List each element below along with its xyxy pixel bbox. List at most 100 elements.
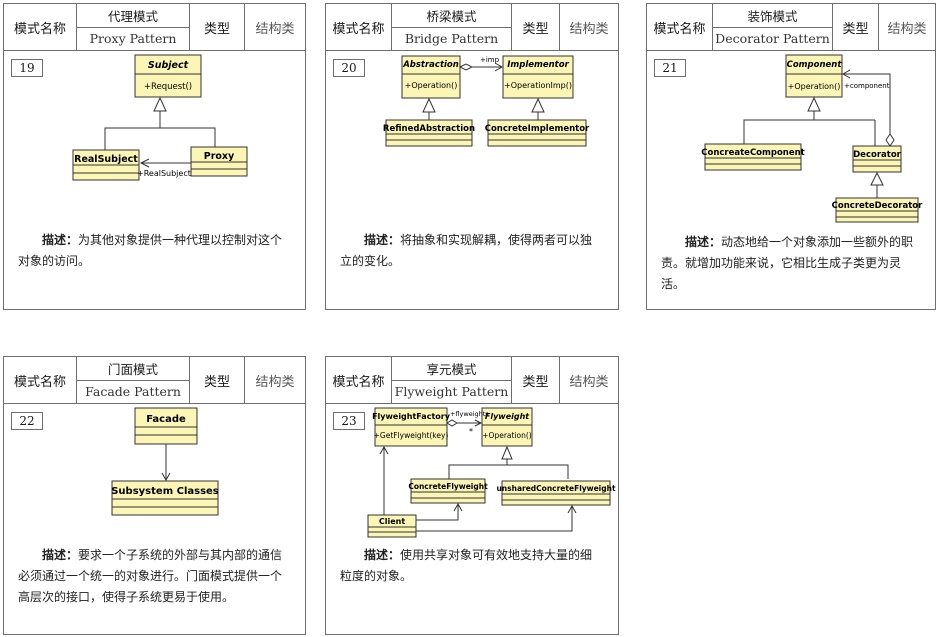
card-header: 模式名称 桥梁模式 Bridge Pattern 类型 结构类	[326, 4, 618, 51]
pattern-card-flyweight: 模式名称 享元模式 Flyweight Pattern 类型 结构类 23 Fl…	[325, 356, 619, 635]
inheritance-arrow	[422, 97, 436, 113]
class-subsystem-name: Subsystem Classes	[111, 486, 219, 497]
name-label: 模式名称	[4, 4, 77, 50]
pattern-name-cn: 装饰模式	[713, 4, 832, 28]
class-implementor: Implementor +OperationImp()	[502, 55, 574, 99]
class-abstraction-name: Abstraction	[402, 60, 459, 70]
class-decorator: Decorator	[852, 145, 902, 173]
pattern-name-cn: 门面模式	[77, 357, 189, 381]
class-real-subject-name: RealSubject	[74, 154, 138, 165]
class-flyweight-op: +Operation()	[482, 431, 532, 440]
pattern-name: 代理模式 Proxy Pattern	[77, 4, 190, 50]
pattern-name-en: Facade Pattern	[85, 384, 181, 399]
uml-diagram-proxy: Subject +Request() RealSubject Proxy +Re…	[72, 54, 248, 181]
association-label: +component	[844, 82, 890, 90]
multiplicity-label: *	[469, 427, 473, 436]
association-label: +imp	[480, 56, 500, 64]
pattern-name-en: Bridge Pattern	[404, 31, 499, 46]
pattern-name: 门面模式 Facade Pattern	[77, 357, 190, 403]
class-concrete-decorator-name: ConcreteDecorator	[832, 201, 923, 211]
pattern-name-en: Flyweight Pattern	[394, 384, 509, 399]
association-label: +RealSubject	[137, 169, 191, 178]
class-concrete-component: ConcreateComponent	[701, 143, 805, 171]
pattern-name-cn: 享元模式	[392, 357, 511, 381]
pattern-number: 23	[333, 412, 365, 430]
class-concrete-component-name: ConcreateComponent	[701, 148, 804, 158]
class-factory-name: FlyweightFactory	[372, 412, 451, 421]
pattern-number: 21	[654, 59, 686, 77]
card-header: 模式名称 门面模式 Facade Pattern 类型 结构类	[4, 357, 305, 404]
class-client: Client	[367, 514, 417, 538]
class-component-name: Component	[787, 60, 843, 70]
uml-diagram-decorator: Component +Operation() +component Concre…	[701, 54, 923, 223]
type-label: 类型	[190, 4, 245, 50]
pattern-name-cn: 代理模式	[77, 4, 189, 28]
uml-diagram-flyweight: FlyweightFactory +GetFlyweight(key) Flyw…	[367, 407, 616, 538]
type-label: 类型	[833, 4, 879, 50]
uml-diagram-bridge: Abstraction +Operation() Implementor +Op…	[383, 55, 590, 147]
pattern-description: 描述：要求一个子系统的外部与其内部的通信必须通过一个统一的对象进行。门面模式提供…	[18, 548, 283, 604]
type-value: 结构类	[887, 21, 927, 37]
pattern-name-cn: 桥梁模式	[392, 4, 511, 28]
type-value: 结构类	[569, 374, 609, 390]
pattern-description: 描述：动态地给一个对象添加一些额外的职责。就增加功能来说，它相比生成子类更为灵活…	[661, 235, 914, 291]
class-concrete-flyweight: ConcreteFlyweight	[408, 478, 488, 504]
inheritance-arrow	[531, 97, 545, 113]
name-label: 模式名称	[326, 357, 392, 403]
type-label: 类型	[190, 357, 245, 403]
pattern-card-bridge: 模式名称 桥梁模式 Bridge Pattern 类型 结构类 20 Abstr…	[325, 3, 619, 310]
pattern-description: 描述：将抽象和实现解耦，使得两者可以独立的变化。	[340, 233, 593, 268]
class-concrete-implementor: ConcreteImplementor	[485, 119, 590, 147]
class-subject-name: Subject	[148, 60, 189, 71]
class-unshared-name: unsharedConcreteFlyweight	[496, 484, 615, 493]
class-client-name: Client	[379, 517, 405, 526]
class-flyweight: Flyweight +Operation()	[481, 407, 533, 447]
class-concrete-implementor-name: ConcreteImplementor	[485, 124, 590, 134]
uml-diagram-facade: Facade Subsystem Classes	[111, 407, 219, 516]
inheritance-arrow	[501, 445, 513, 460]
pattern-number: 20	[333, 59, 365, 77]
class-component-op: +Operation()	[788, 82, 841, 91]
card-header: 模式名称 享元模式 Flyweight Pattern 类型 结构类	[326, 357, 618, 404]
pattern-number: 19	[11, 59, 43, 77]
class-flyweight-factory: FlyweightFactory +GetFlyweight(key)	[372, 407, 451, 447]
type-label: 类型	[512, 4, 560, 50]
type-value: 结构类	[569, 21, 609, 37]
pattern-card-decorator: 模式名称 装饰模式 Decorator Pattern 类型 结构类 21 Co…	[646, 3, 936, 310]
association-label: +flyweights	[450, 410, 489, 418]
pattern-name: 桥梁模式 Bridge Pattern	[392, 4, 512, 50]
pattern-name: 装饰模式 Decorator Pattern	[713, 4, 833, 50]
class-proxy: Proxy	[190, 146, 248, 177]
name-label: 模式名称	[4, 357, 77, 403]
pattern-name-en: Decorator Pattern	[715, 31, 830, 46]
class-component: Component +Operation()	[785, 54, 843, 98]
type-value: 结构类	[255, 21, 295, 37]
class-flyweight-name: Flyweight	[485, 412, 530, 421]
inheritance-arrow	[153, 96, 167, 112]
type-value: 结构类	[255, 374, 295, 390]
card-header: 模式名称 代理模式 Proxy Pattern 类型 结构类	[4, 4, 305, 51]
card-header: 模式名称 装饰模式 Decorator Pattern 类型 结构类	[647, 4, 935, 51]
pattern-description: 描述：为其他对象提供一种代理以控制对这个对象的访问。	[18, 233, 283, 268]
class-abstraction-op: +Operation()	[405, 81, 458, 90]
class-facade-name: Facade	[146, 414, 186, 425]
pattern-name-en: Proxy Pattern	[89, 31, 177, 46]
class-subject: Subject +Request()	[134, 54, 202, 98]
class-factory-op: +GetFlyweight(key)	[374, 431, 449, 440]
class-decorator-name: Decorator	[853, 150, 902, 160]
class-abstraction: Abstraction +Operation()	[401, 55, 461, 99]
pattern-name: 享元模式 Flyweight Pattern	[392, 357, 512, 403]
class-real-subject: RealSubject	[72, 149, 140, 181]
class-facade: Facade	[134, 407, 198, 445]
name-label: 模式名称	[326, 4, 392, 50]
name-label: 模式名称	[647, 4, 713, 50]
pattern-number: 22	[11, 412, 43, 430]
type-label: 类型	[512, 357, 560, 403]
class-concrete-flyweight-name: ConcreteFlyweight	[408, 482, 488, 491]
class-proxy-name: Proxy	[204, 151, 235, 162]
inheritance-arrow	[870, 171, 884, 186]
class-implementor-op: +OperationImp()	[504, 81, 572, 90]
class-concrete-decorator: ConcreteDecorator	[832, 197, 923, 223]
pattern-description: 描述：使用共享对象可有效地支持大量的细粒度的对象。	[340, 548, 593, 583]
pattern-card-facade: 模式名称 门面模式 Facade Pattern 类型 结构类 22 Facad…	[3, 356, 306, 635]
